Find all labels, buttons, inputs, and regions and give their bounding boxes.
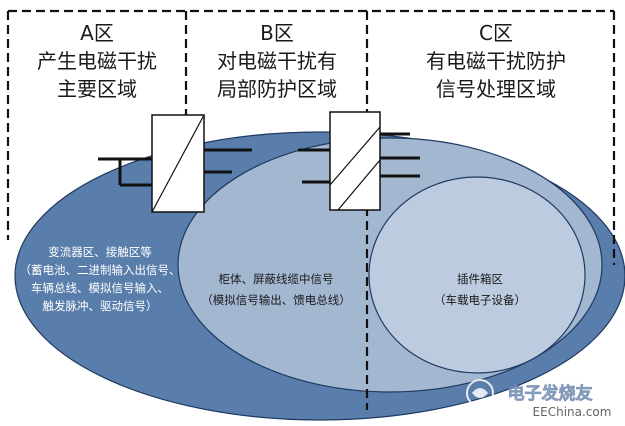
middle-region-label: 柜体、屏蔽线缆中信号 （模拟信号输出、馈电总线） bbox=[201, 272, 351, 307]
middle-region-line-1: 柜体、屏蔽线缆中信号 bbox=[219, 272, 334, 286]
outer-region-line-4: 触发脉冲、驱动信号） bbox=[43, 299, 158, 313]
zone-b-line-1: 对电磁干扰有 bbox=[217, 49, 337, 73]
zone-a-line-2: 主要区域 bbox=[57, 77, 137, 101]
inner-region-label: 插件箱区 （车载电子设备） bbox=[434, 272, 526, 307]
zone-b-line-2: 局部防护区域 bbox=[217, 77, 337, 101]
zone-b-heading: B区 对电磁干扰有 局部防护区域 bbox=[217, 21, 337, 101]
zone-c-letter: C区 bbox=[479, 21, 513, 45]
zone-c-heading: C区 有电磁干扰防护 信号处理区域 bbox=[426, 21, 566, 101]
filter-bc-diagonal-2 bbox=[337, 159, 381, 211]
zone-a-line-1: 产生电磁干扰 bbox=[37, 49, 157, 73]
zone-b-letter: B区 bbox=[260, 21, 294, 45]
watermark-site: EEChina.com bbox=[533, 405, 612, 419]
filter-bc-box bbox=[329, 111, 381, 211]
filter-bc-diagonal-1 bbox=[329, 126, 381, 186]
watermark-brand: 电子发烧友 bbox=[508, 383, 593, 404]
outer-region-line-1: 变流器区、接触区等 bbox=[48, 245, 152, 259]
outer-region-line-3: 车辆总线、模拟信号输入、 bbox=[31, 281, 169, 295]
filter-ab-diagonal bbox=[151, 114, 205, 213]
inner-region-line-2: （车载电子设备） bbox=[434, 293, 526, 307]
inner-region-ellipse bbox=[368, 176, 586, 374]
inner-region-line-1: 插件箱区 bbox=[457, 272, 503, 286]
outer-region-label: 变流器区、接触区等 （蓄电池、二进制输入出信号、 车辆总线、模拟信号输入、 触发… bbox=[20, 245, 181, 313]
watermark: 电子发烧友 EEChina.com bbox=[466, 379, 612, 419]
outer-region-line-2: （蓄电池、二进制输入出信号、 bbox=[20, 263, 181, 277]
zone-a-heading: A区 产生电磁干扰 主要区域 bbox=[37, 21, 157, 101]
zone-c-line-1: 有电磁干扰防护 bbox=[426, 49, 566, 73]
filter-block-ab bbox=[98, 114, 252, 213]
watermark-logo-icon bbox=[466, 379, 494, 407]
zone-a-letter: A区 bbox=[80, 21, 114, 45]
filter-block-bc bbox=[298, 111, 420, 211]
middle-region-line-2: （模拟信号输出、馈电总线） bbox=[201, 293, 351, 307]
zone-c-line-2: 信号处理区域 bbox=[436, 77, 556, 101]
